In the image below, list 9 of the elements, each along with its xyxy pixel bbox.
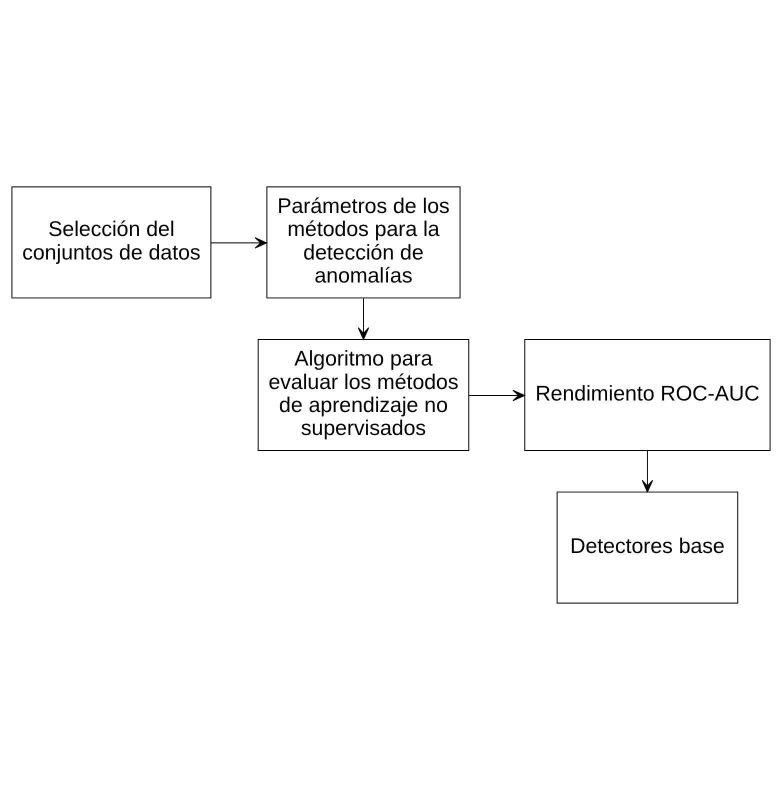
node-box: Parámetros de los métodos para la detección de anomalías xyxy=(266,186,461,298)
node-box: Rendimiento ROC-AUC xyxy=(524,338,771,452)
arrow xyxy=(210,237,268,249)
arrow xyxy=(642,450,654,492)
arrow xyxy=(358,298,370,340)
node-box: Detectores base xyxy=(556,492,738,604)
node-box: Selección del conjuntos de datos xyxy=(11,186,212,298)
arrow xyxy=(468,390,525,402)
node-box: Algoritmo para evaluar los métodos de aprendizaje no supervisados xyxy=(258,338,470,452)
